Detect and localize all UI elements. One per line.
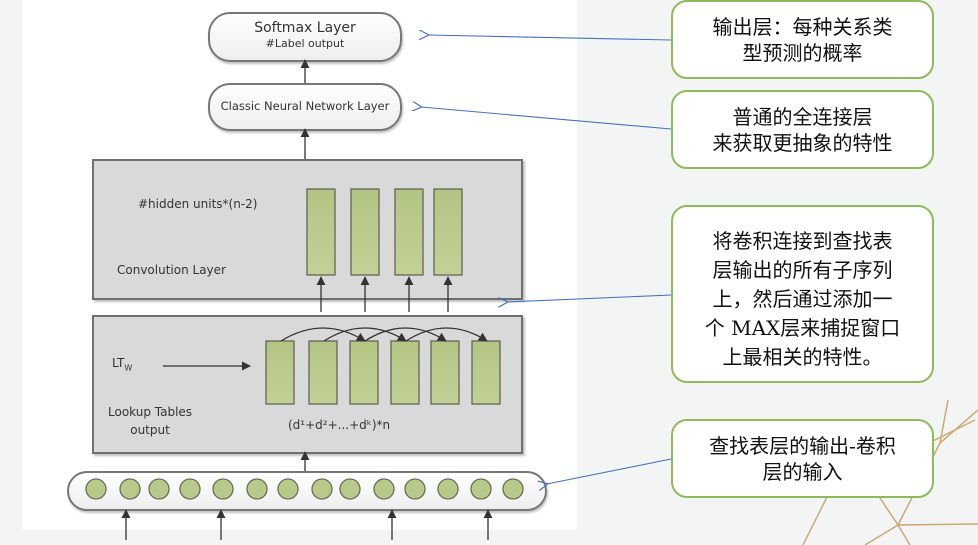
convolution-unit (306, 188, 336, 276)
input-node (404, 478, 426, 500)
lookup-unit (471, 340, 501, 405)
annotation-fully-connected-layer: 普通的全连接层 来获取更抽象的特性 (671, 90, 934, 169)
ltw-subscript: W (124, 363, 133, 373)
window-arc (280, 327, 366, 342)
decor-line (939, 409, 978, 444)
lookup-tables-label-line2: output (130, 423, 170, 437)
convolution-unit (350, 188, 380, 276)
input-node (148, 478, 170, 500)
convolution-unit (394, 188, 424, 276)
window-arc (364, 327, 447, 342)
input-node (246, 478, 268, 500)
lookup-unit (430, 340, 460, 405)
lookup-unit (265, 340, 295, 405)
annotation-output-layer: 输出层：每种关系类 型预测的概率 (671, 0, 934, 79)
input-node (373, 478, 395, 500)
softmax-layer-title: Softmax Layer (254, 20, 356, 36)
lookup-unit (349, 340, 379, 405)
classic-layer-title: Classic Neural Network Layer (220, 99, 390, 113)
annotation-fully-connected-text: 普通的全连接层 来获取更抽象的特性 (712, 104, 893, 155)
ltw-label: LTW (112, 356, 132, 372)
annotation-convolution-text: 将卷积连接到查找表 层输出的所有子序列 上，然后通过添加一 个 MAX层来捕捉窗… (704, 229, 901, 369)
decor-line (802, 496, 828, 545)
hidden-units-label: #hidden units*(n-2) (138, 197, 258, 211)
decor-line (939, 399, 949, 444)
decor-line (864, 524, 899, 545)
input-node (502, 478, 524, 500)
window-arc (323, 327, 407, 342)
pointer-fully-connected (421, 107, 672, 130)
ltw-main: LT (112, 356, 125, 370)
input-node (437, 478, 459, 500)
input-layer-node (67, 471, 547, 511)
softmax-layer-subtitle: #Label output (265, 37, 345, 50)
window-arc (405, 327, 488, 342)
annotation-convolution: 将卷积连接到查找表 层输出的所有子序列 上，然后通过添加一 个 MAX层来捕捉窗… (671, 205, 934, 383)
lookup-unit (390, 340, 420, 405)
softmax-layer-node: Softmax Layer #Label output (208, 12, 402, 62)
convolution-unit (433, 188, 463, 276)
lookup-unit (308, 340, 338, 405)
annotation-lookup-output-text: 查找表层的输出-卷积 层的输入 (709, 433, 896, 484)
lookup-formula: (d¹+d²+...+dᵏ)*n (288, 418, 391, 432)
input-node (85, 478, 107, 500)
lookup-tables-label-line1: Lookup Tables (108, 405, 193, 419)
input-node (179, 478, 201, 500)
decor-line (897, 523, 978, 526)
decor-line (877, 494, 899, 526)
decor-line (897, 524, 911, 545)
input-node (311, 478, 333, 500)
input-node (212, 478, 234, 500)
input-node (277, 478, 299, 500)
annotation-output-layer-text: 输出层：每种关系类 型预测的概率 (712, 14, 893, 65)
pointer-output-layer (428, 35, 672, 41)
pointer-convolution (507, 294, 672, 302)
lookup-tables-label: Lookup Tables output (108, 403, 192, 439)
pointer-lookup-output (547, 458, 672, 484)
annotation-lookup-output: 查找表层的输出-卷积 层的输入 (671, 419, 934, 498)
input-node (470, 478, 492, 500)
input-node (339, 478, 361, 500)
input-node (119, 478, 141, 500)
convolution-layer-label: Convolution Layer (117, 263, 226, 277)
